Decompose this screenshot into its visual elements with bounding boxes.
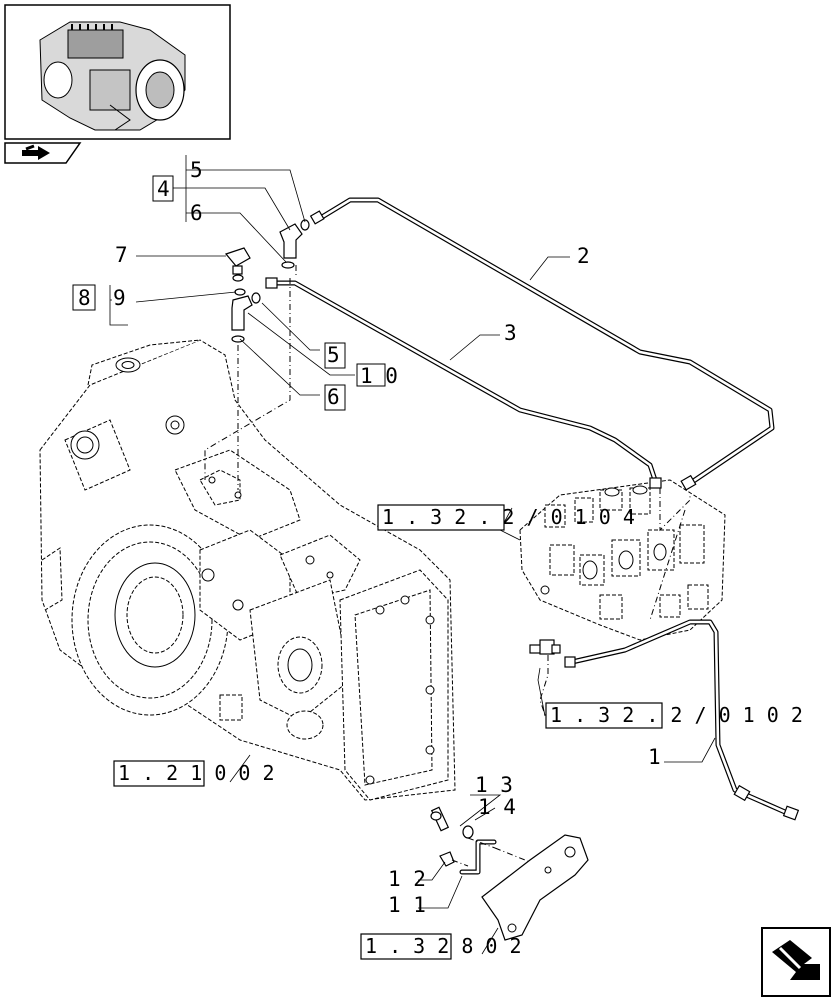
- callout-1: 1: [648, 745, 661, 769]
- transmission-housing-thumbnail: [39, 21, 186, 131]
- pipe-1: [564, 619, 800, 821]
- support-bracket: [481, 834, 589, 941]
- callout-6-top: 6: [190, 201, 203, 225]
- callout-labels: 5 4 6 7 8 9 5 1 0 6 2 3 1 1 3 1 4 1 2 1 …: [72, 158, 661, 917]
- callout-12: 1 2: [388, 867, 426, 891]
- assembly-lines: [204, 265, 691, 867]
- washer-14: [462, 825, 474, 839]
- plug-fitting: [224, 247, 251, 296]
- nut-12: [439, 851, 455, 867]
- reference-labels[interactable]: 1 . 3 2 . 2 / 0 1 0 4 1 . 3 2 . 2 / 0 1 …: [113, 504, 803, 960]
- callout-2: 2: [577, 244, 590, 268]
- callout-14: 1 4: [478, 795, 516, 819]
- ref-housing: 1 . 2 1 0 0 2: [118, 761, 275, 785]
- transmission-housing: [39, 339, 456, 801]
- pipe-2: [309, 197, 775, 491]
- leader-lines: [109, 155, 716, 955]
- control-valve-block: [519, 479, 726, 641]
- callout-6-bottom: 6: [327, 385, 340, 409]
- bolt-13: [430, 806, 450, 832]
- callout-11: 1 1: [388, 893, 426, 917]
- pipe-3: [265, 277, 662, 489]
- callout-10: 1 0: [360, 364, 398, 388]
- callout-8-box: [72, 284, 96, 311]
- pipe-clip-11: [459, 839, 497, 875]
- callout-13: 1 3: [475, 773, 513, 797]
- callout-9: 9: [113, 286, 126, 310]
- ref-bracket: 1 . 3 2 8 0 2: [365, 934, 522, 958]
- callout-5-top: 5: [190, 158, 203, 182]
- callout-4: 4: [157, 177, 170, 201]
- arrow-right-icon[interactable]: [4, 142, 82, 164]
- ref-valve-top: 1 . 3 2 . 2 / 0 1 0 4: [382, 505, 635, 529]
- tee-fitting: [529, 639, 561, 655]
- next-page-arrow-icon[interactable]: [761, 927, 831, 997]
- thumbnail-panel[interactable]: [4, 4, 231, 140]
- callout-7: 7: [115, 243, 128, 267]
- callout-8: 8: [78, 286, 91, 310]
- callout-4-box: [152, 175, 174, 202]
- elbow-fitting-lower: [231, 292, 261, 343]
- elbow-fitting-upper: [279, 219, 310, 269]
- callout-3: 3: [504, 321, 517, 345]
- callout-5-bottom: 5: [327, 343, 340, 367]
- ref-valve-bottom: 1 . 3 2 . 2 / 0 1 0 2: [550, 703, 803, 727]
